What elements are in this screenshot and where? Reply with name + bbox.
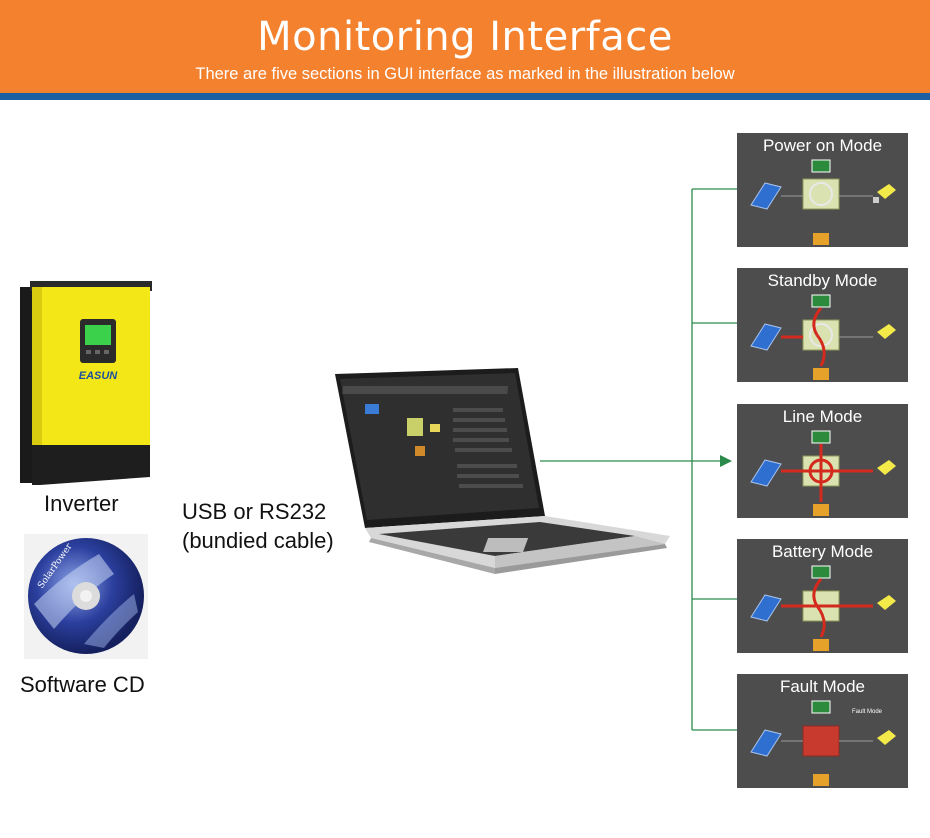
battery-icon (813, 504, 829, 516)
laptop-image (335, 368, 670, 574)
bulb-icon (877, 184, 896, 199)
grid-icon (811, 159, 831, 173)
mode-panel-fault: Fault Mode Fault Mode (737, 674, 908, 788)
fault-note: Fault Mode (852, 709, 883, 715)
battery-icon (813, 639, 829, 651)
solar-panel-icon (750, 729, 782, 757)
software-cd-image: SolarPower (24, 534, 148, 659)
arrow-head-icon (720, 455, 732, 467)
mode-title: Fault Mode (779, 677, 866, 696)
battery-icon (813, 774, 829, 786)
grid-icon (811, 294, 831, 308)
connector-lines (540, 188, 737, 731)
mode-panel-power-on: Power on Mode (737, 133, 908, 247)
mode-panel-line: Line Mode (737, 404, 908, 518)
header-banner (0, 0, 930, 93)
solar-panel-icon (750, 594, 782, 622)
inverter-brand-logo: EASUN (79, 370, 119, 382)
mode-panel-standby: Standby Mode (737, 268, 908, 382)
bulb-icon (877, 595, 896, 610)
grid-icon (811, 430, 831, 444)
header-divider (0, 93, 930, 100)
solar-panel-icon (750, 323, 782, 351)
battery-icon (813, 368, 829, 380)
mode-panel-battery: Battery Mode (737, 539, 908, 653)
inverter-image: EASUN (20, 281, 152, 485)
cable-label-line2: (bundied cable) (182, 528, 334, 553)
page-subtitle: There are five sections in GUI interface… (195, 65, 735, 83)
inverter-label: Inverter (44, 491, 119, 516)
battery-icon (813, 233, 829, 245)
solar-panel-icon (750, 459, 782, 487)
bulb-icon (877, 324, 896, 339)
mode-title: Battery Mode (771, 542, 874, 561)
page-title: Monitoring Interface (257, 14, 673, 60)
grid-icon (811, 700, 831, 714)
grid-icon (811, 565, 831, 579)
software-cd-label: Software CD (20, 672, 145, 697)
mode-title: Line Mode (782, 407, 863, 426)
bulb-icon (877, 730, 896, 745)
cable-label-line1: USB or RS232 (182, 499, 327, 524)
inverter-fault-icon (802, 725, 840, 757)
mode-title: Standby Mode (767, 271, 878, 290)
bulb-icon (877, 460, 896, 475)
solar-panel-icon (750, 182, 782, 210)
mode-title: Power on Mode (762, 136, 883, 155)
